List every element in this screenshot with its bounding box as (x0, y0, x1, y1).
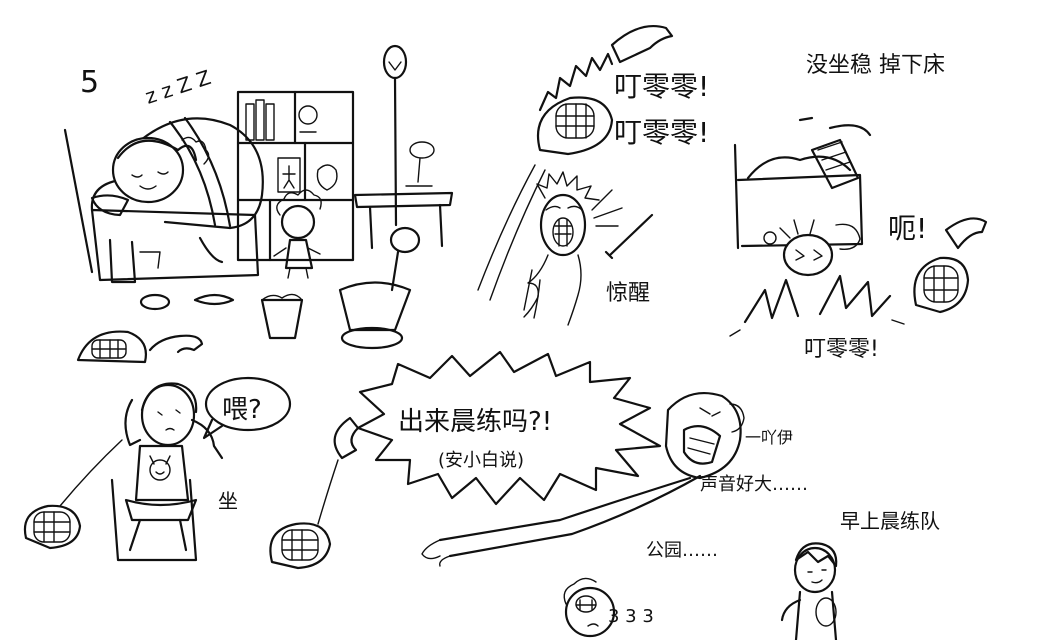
panel-number: 5 (80, 65, 99, 100)
shout-note: (安小白说) (438, 450, 524, 471)
floor-telephone-illustration (76, 330, 204, 364)
snore-text: z z Z Z (142, 65, 214, 109)
shout-bubble: 出来晨练吗?! (安小白说) (356, 350, 662, 506)
loud-voice-scene: 一吖伊 声音好大…… 公园…… 早上晨练队 3 3 3 (421, 392, 940, 640)
floor-lamp-illustration (382, 44, 408, 227)
phone-mid-icon (269, 522, 332, 570)
phone-left-icon (23, 504, 82, 550)
handset-mid-icon (333, 416, 360, 460)
sleep-scene: 5 z z Z Z (63, 44, 454, 364)
sit-text: 坐 (218, 489, 238, 513)
ringing-scene: 叮零零! 叮零零! 惊醒 (477, 24, 709, 326)
shouting-face-illustration (664, 392, 745, 480)
handset-right-icon (944, 217, 988, 250)
fall-caption: 没坐稳 掉下床 (806, 53, 945, 78)
startled-person-illustration (523, 171, 623, 326)
ringing-phone-icon (536, 96, 614, 156)
bed-illustration (63, 116, 264, 284)
oops-text: 呃! (888, 212, 927, 245)
potty-illustration (338, 226, 421, 350)
answer-scene: 喂? 坐 (23, 376, 292, 562)
ring-text-3: 叮零零! (804, 337, 879, 362)
loud-text: 声音好大…… (700, 474, 808, 495)
phone-right-icon (913, 256, 970, 314)
park-text: 公园…… (646, 540, 718, 561)
shout-scene: 出来晨练吗?! (安小白说) (269, 350, 662, 570)
girl-bottom-illustration (563, 577, 616, 638)
shout-text: 出来晨练吗?! (398, 407, 552, 437)
morning-team-text: 早上晨练队 (840, 509, 940, 533)
floor-items-illustration (139, 293, 304, 340)
stutter-text: 3 3 3 (608, 606, 654, 627)
bookshelf-illustration (236, 90, 355, 262)
yi-text: 一吖伊 (745, 428, 793, 447)
desk-illustration (353, 141, 454, 250)
boy-illustration (780, 542, 838, 640)
fall-scene: 没坐稳 掉下床 呃! 叮零零! (729, 53, 988, 362)
doll-illustration (273, 189, 322, 279)
startled-text: 惊醒 (606, 281, 650, 306)
fallen-bed-illustration (733, 116, 872, 277)
ring-text-2: 叮零零! (614, 116, 709, 149)
handset-top-icon (610, 24, 674, 64)
girl-on-phone-illustration (110, 382, 224, 562)
hello-bubble: 喂? (202, 376, 292, 440)
ring-text-1: 叮零零! (614, 70, 709, 103)
hello-text: 喂? (222, 395, 262, 425)
